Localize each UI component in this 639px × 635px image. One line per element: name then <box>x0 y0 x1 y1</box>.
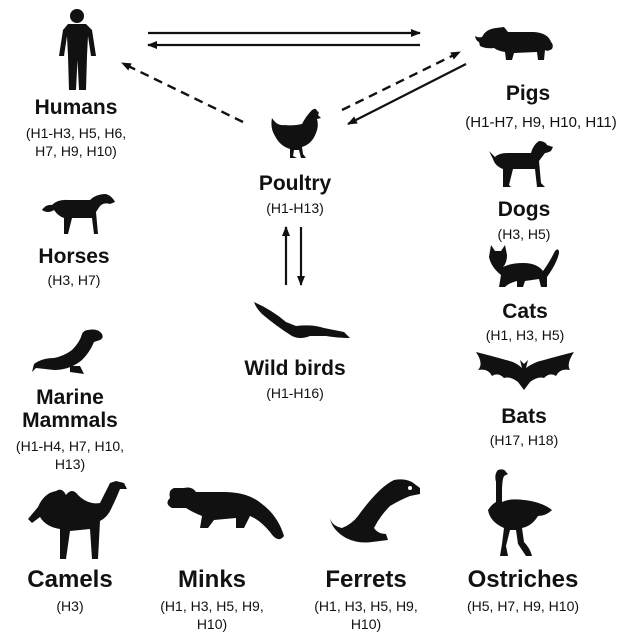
host-label-ferrets: Ferrets <box>325 567 406 593</box>
arrow-poultry-to-humans <box>122 63 243 122</box>
host-subtypes-ostriches: (H5, H7, H9, H10) <box>467 597 579 615</box>
subtypes-line: (H5, H7, H9, H10) <box>467 597 579 615</box>
chicken-icon <box>268 106 322 162</box>
subtypes-line: (H1-H3, H5, H6, <box>26 124 126 142</box>
host-label-cats: Cats <box>502 300 548 323</box>
host-label-wildbirds: Wild birds <box>244 357 345 380</box>
host-label-bats: Bats <box>501 405 547 428</box>
host-label-minks: Minks <box>178 567 246 593</box>
subtypes-line: (H1, H3, H5, H9, <box>314 597 417 615</box>
seal-icon <box>30 328 108 376</box>
host-subtypes-horses: (H3, H7) <box>48 271 101 289</box>
horse-icon <box>38 190 116 236</box>
subtypes-line: (H1-H7, H9, H10, H11) <box>465 113 616 133</box>
host-subtypes-camels: (H3) <box>56 597 83 615</box>
host-subtypes-minks: (H1, H3, H5, H9, H10) <box>160 597 263 633</box>
subtypes-line: (H17, H18) <box>490 431 558 449</box>
pig-icon <box>474 24 556 62</box>
subtypes-line: H10) <box>160 615 263 633</box>
host-label-pigs: Pigs <box>506 82 550 105</box>
arrow-poultry-to-pigs <box>342 52 460 110</box>
human-icon <box>55 8 100 92</box>
host-label-marine-mammals: Marine Mammals <box>22 386 118 432</box>
subtypes-line: H13) <box>16 455 124 473</box>
ferret-icon <box>328 476 424 546</box>
subtypes-line: (H1-H13) <box>266 199 324 217</box>
subtypes-line: (H3, H5) <box>498 225 551 243</box>
arrow-pigs-to-poultry <box>348 64 466 124</box>
bat-icon <box>474 350 576 394</box>
host-label-dogs: Dogs <box>498 198 551 221</box>
host-label-horses: Horses <box>38 245 109 268</box>
host-label-camels: Camels <box>27 567 112 593</box>
label-line: Marine <box>22 386 118 409</box>
subtypes-line: (H1, H3, H5, H9, <box>160 597 263 615</box>
host-subtypes-pigs: (H1-H7, H9, H10, H11) <box>465 113 616 133</box>
host-subtypes-poultry: (H1-H13) <box>266 199 324 217</box>
cat-icon <box>485 243 561 289</box>
host-subtypes-wildbirds: (H1-H16) <box>266 384 324 402</box>
host-label-ostriches: Ostriches <box>468 567 579 593</box>
camel-icon <box>26 473 130 565</box>
host-label-poultry: Poultry <box>259 172 331 195</box>
subtypes-line: (H3) <box>56 597 83 615</box>
host-subtypes-marine-mammals: (H1-H4, H7, H10, H13) <box>16 437 124 473</box>
host-subtypes-bats: (H17, H18) <box>490 431 558 449</box>
subtypes-line: (H3, H7) <box>48 271 101 289</box>
host-subtypes-ferrets: (H1, H3, H5, H9, H10) <box>314 597 417 633</box>
bird-icon <box>252 296 352 346</box>
subtypes-line: (H1, H3, H5) <box>486 326 565 344</box>
subtypes-line: (H1-H4, H7, H10, <box>16 437 124 455</box>
label-line: Mammals <box>22 409 118 432</box>
host-subtypes-dogs: (H3, H5) <box>498 225 551 243</box>
mink-icon <box>162 484 286 550</box>
subtypes-line: (H1-H16) <box>266 384 324 402</box>
ostrich-icon <box>474 468 556 558</box>
dog-icon <box>487 139 555 189</box>
host-subtypes-cats: (H1, H3, H5) <box>486 326 565 344</box>
subtypes-line: H10) <box>314 615 417 633</box>
subtypes-line: H7, H9, H10) <box>26 142 126 160</box>
host-subtypes-humans: (H1-H3, H5, H6, H7, H9, H10) <box>26 124 126 160</box>
host-label-humans: Humans <box>35 96 118 119</box>
